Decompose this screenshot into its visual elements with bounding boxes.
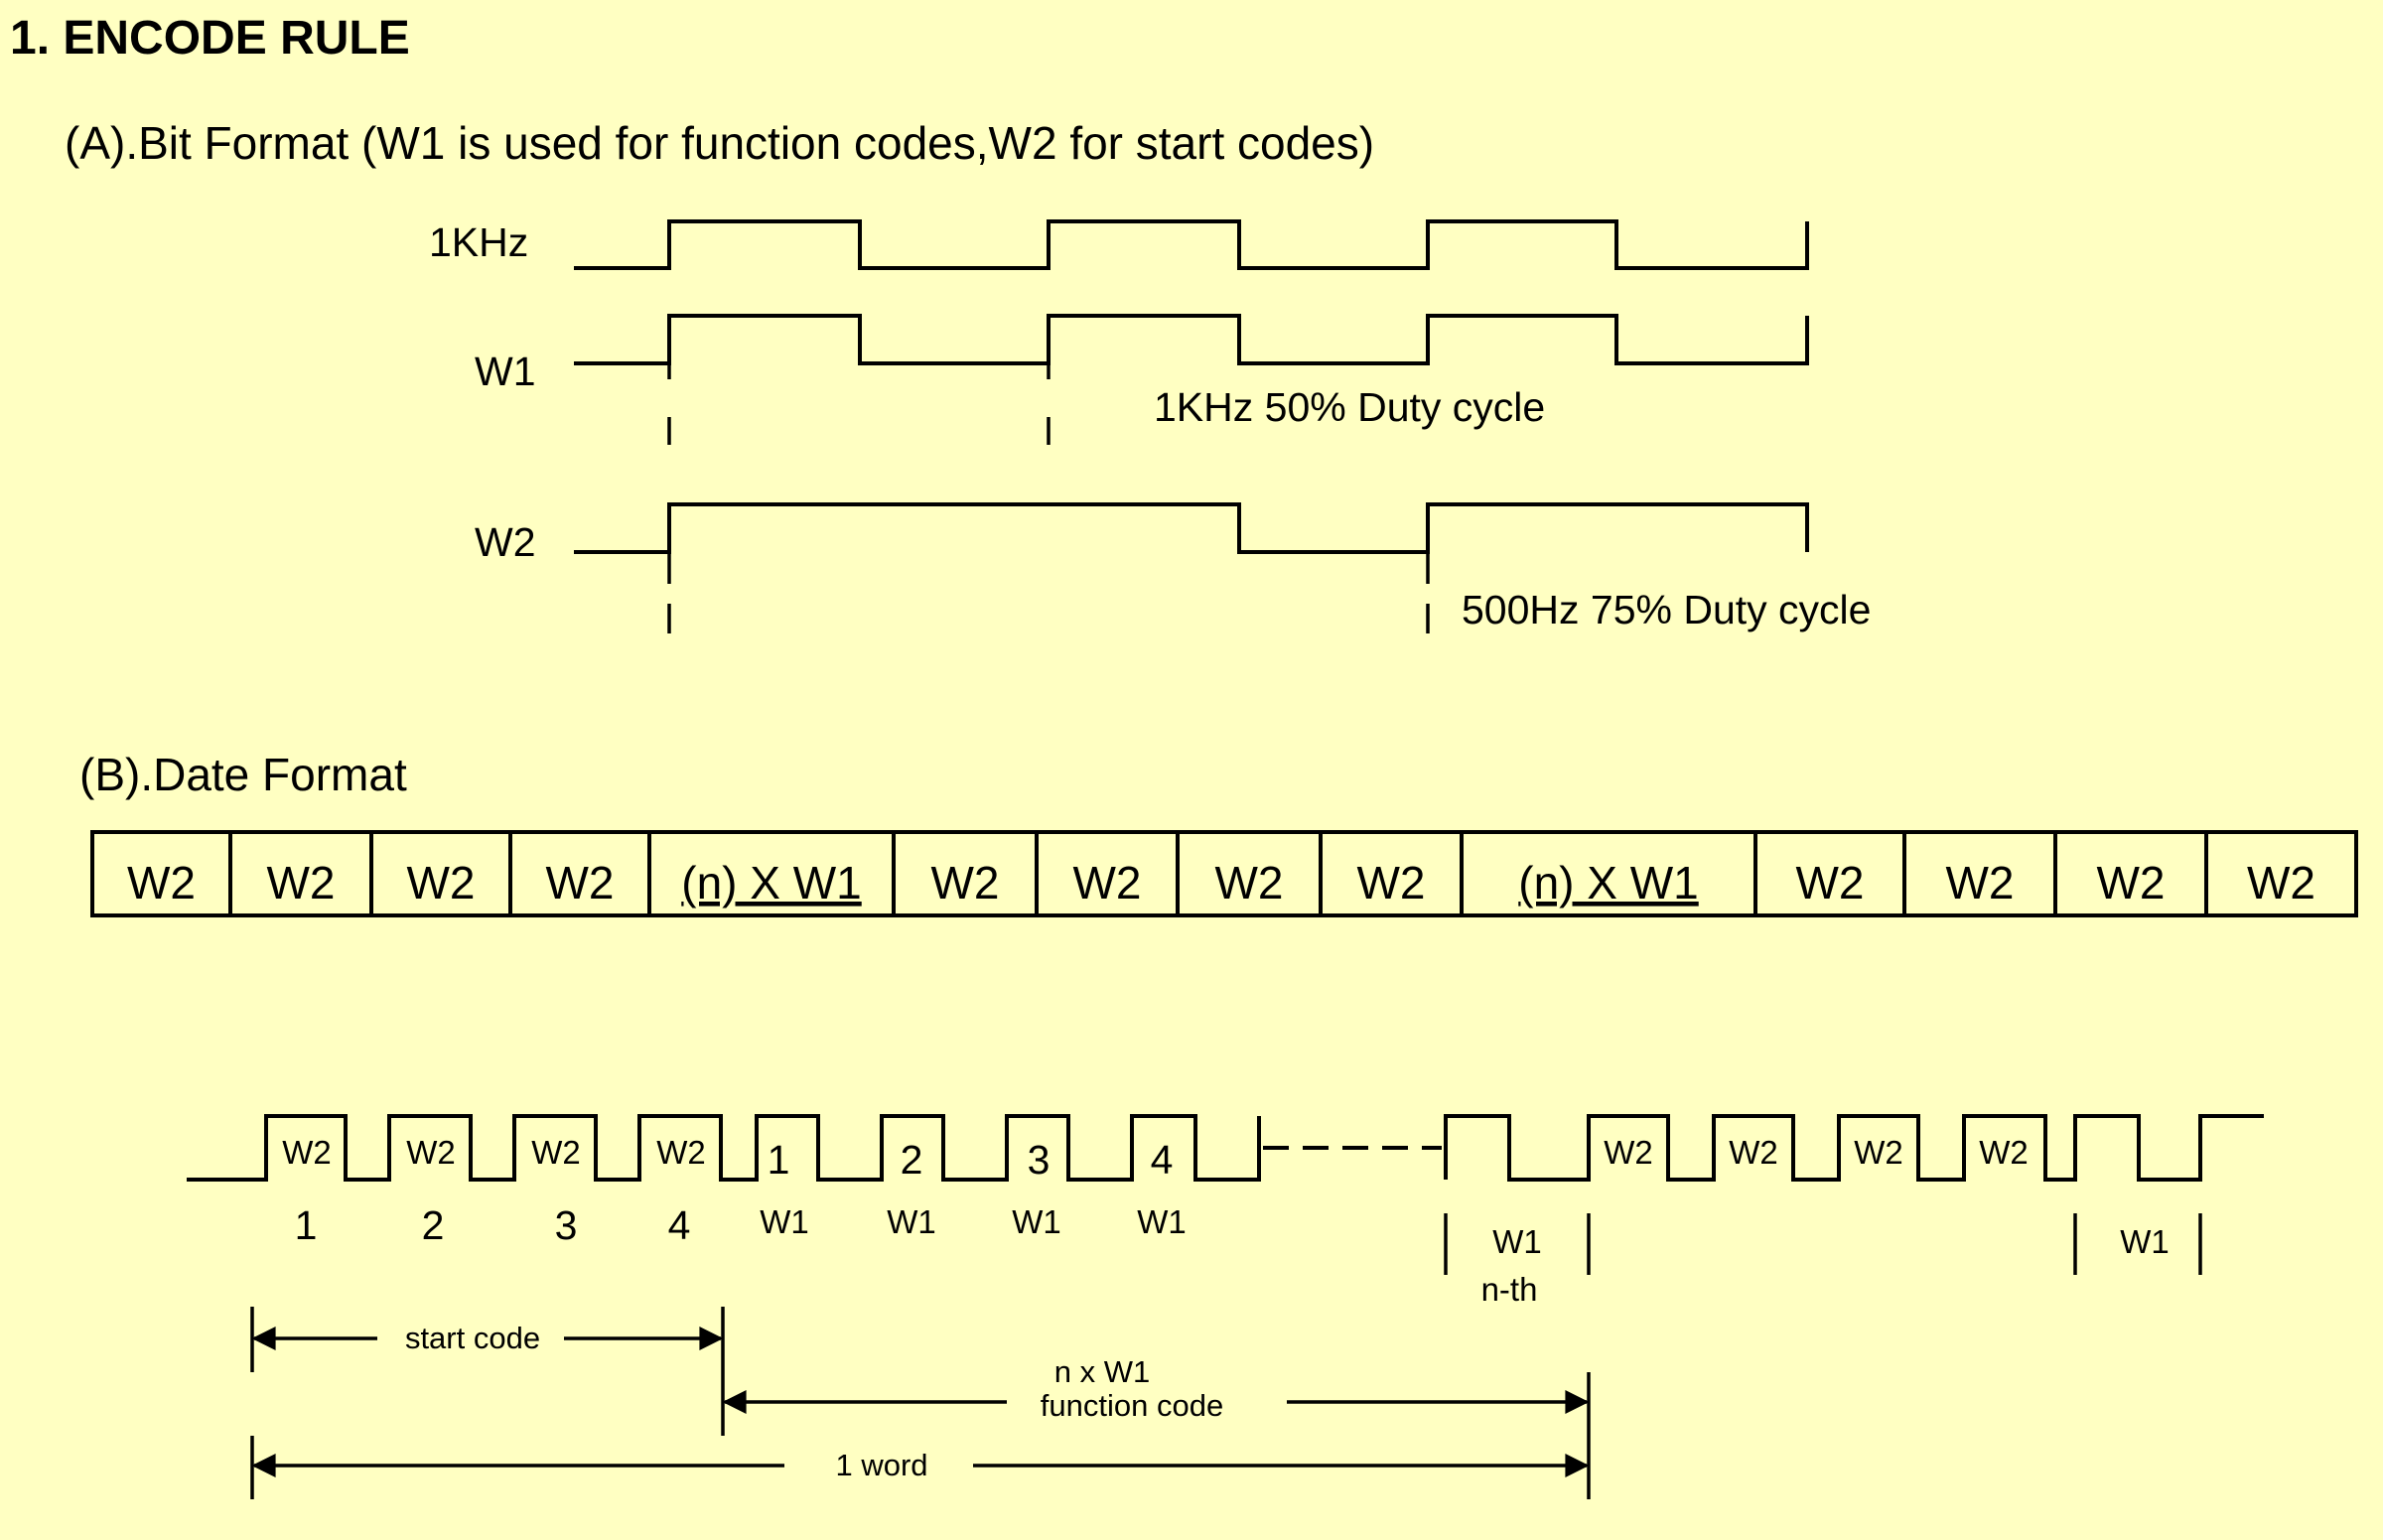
end-pulse-label-4: W2 — [1979, 1134, 2029, 1171]
start-pulse-label-4: W2 — [656, 1134, 706, 1171]
function-pulse-number-2: 2 — [901, 1137, 923, 1183]
function-pulse-number-1: 1 — [768, 1137, 790, 1183]
frame-cell-8: W2 — [1215, 857, 1284, 909]
function-pulse-label-2: W1 — [887, 1203, 936, 1240]
start-pulse-label-3: W2 — [531, 1134, 581, 1171]
frame-cell-6: W2 — [931, 857, 1000, 909]
frame-cell-texts: W2 W2 W2 W2 (n) X W1 W2 W2 W2 W2 (n) X W1 W2 W2 W2 W2 — [127, 857, 2315, 909]
frame-border — [90, 830, 2358, 917]
start-code-label: start code — [405, 1321, 540, 1355]
start-pulse-label-1: W2 — [282, 1134, 332, 1171]
part-a-title: (A).Bit Format (W1 is used for function … — [65, 117, 1374, 169]
w1-label: W1 — [475, 349, 536, 394]
frame-cell-13: W2 — [2097, 857, 2166, 909]
start-number-2: 2 — [422, 1202, 445, 1248]
end-pulse-label-1: W2 — [1604, 1134, 1653, 1171]
function-pulse-label-3: W1 — [1012, 1203, 1061, 1240]
clock-label: 1KHz — [429, 219, 528, 265]
function-pulse-label-4: W1 — [1137, 1203, 1187, 1240]
frame-cell-7: W2 — [1073, 857, 1142, 909]
w1-note: 1KHz 50% Duty cycle — [1154, 384, 1545, 430]
frame-cell-5: (n) X W1 — [681, 857, 861, 909]
start-pulse-label-2: W2 — [406, 1134, 456, 1171]
part-b-title: (B).Date Format — [79, 749, 407, 800]
pulse-train-waveform — [187, 1114, 1261, 1182]
w2-label: W2 — [475, 519, 536, 565]
last-w1-label: W1 — [2120, 1223, 2170, 1260]
start-number-1: 1 — [295, 1202, 318, 1248]
function-code-label-line1: n x W1 — [1054, 1354, 1150, 1389]
pulse-train-waveform-end — [1444, 1114, 2264, 1182]
frame-cell-2: W2 — [267, 857, 336, 909]
w1-waveform — [574, 314, 1809, 365]
frame-cell-4: W2 — [546, 857, 615, 909]
function-pulse-number-3: 3 — [1028, 1137, 1051, 1183]
function-pulse-label-1: W1 — [760, 1203, 809, 1240]
frame-cell-3: W2 — [407, 857, 476, 909]
data-frame-table: W2 W2 W2 W2 (n) X W1 W2 W2 W2 W2 (n) X W1 W2 W2 W2 W2 — [90, 830, 2358, 917]
frame-cell-14: W2 — [2247, 857, 2315, 909]
nth-w1-label: W1 — [1492, 1223, 1542, 1260]
function-code-label-line2: function code — [1041, 1388, 1223, 1423]
frame-cell-11: W2 — [1796, 857, 1865, 909]
end-pulse-label-2: W2 — [1729, 1134, 1778, 1171]
word-label: 1 word — [835, 1448, 927, 1482]
w2-note: 500Hz 75% Duty cycle — [1462, 587, 1871, 632]
clock-waveform — [574, 219, 1809, 270]
function-pulse-number-4: 4 — [1151, 1137, 1174, 1183]
end-pulse-label-3: W2 — [1854, 1134, 1903, 1171]
start-number-3: 3 — [555, 1202, 578, 1248]
frame-cell-9: W2 — [1357, 857, 1426, 909]
section-title: 1. ENCODE RULE — [10, 12, 410, 65]
frame-cell-1: W2 — [127, 857, 196, 909]
nth-caption: n-th — [1481, 1271, 1538, 1308]
frame-cell-12: W2 — [1946, 857, 2015, 909]
frame-dividers — [228, 832, 2208, 915]
frame-cell-10: (n) X W1 — [1518, 857, 1698, 909]
start-number-4: 4 — [668, 1202, 691, 1248]
w2-waveform — [574, 502, 1809, 554]
